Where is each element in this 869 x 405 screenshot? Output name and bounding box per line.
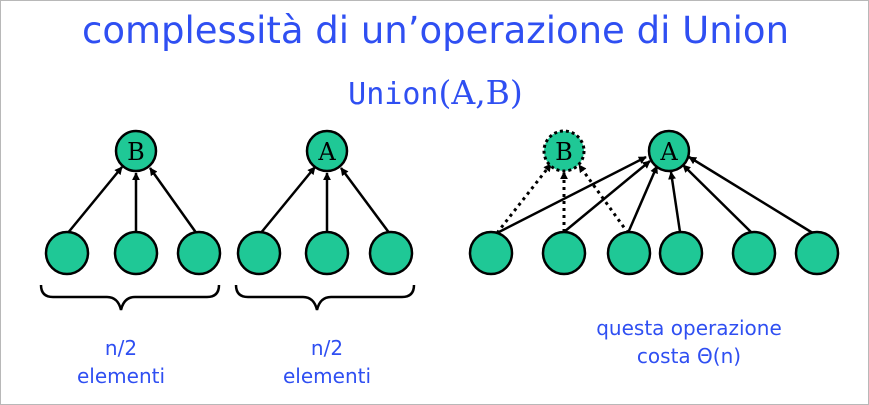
leaf-node bbox=[794, 230, 840, 276]
left-brace bbox=[39, 284, 221, 311]
root-node-b-label: B bbox=[127, 138, 145, 166]
slide-subtitle: Union(A,B) bbox=[1, 73, 868, 113]
leaf-node bbox=[658, 230, 704, 276]
edge-arrow bbox=[682, 164, 754, 235]
caption-left-line2: elementi bbox=[76, 364, 166, 388]
edge-arrow bbox=[563, 160, 651, 233]
root-node-b bbox=[114, 129, 158, 173]
old-edge-arrow bbox=[495, 163, 553, 234]
middle-brace bbox=[234, 284, 416, 311]
leaf-node bbox=[541, 230, 587, 276]
leaf-node bbox=[606, 230, 652, 276]
caption-right: questa operazione costa Θ(n) bbox=[569, 314, 809, 370]
leaf-node bbox=[236, 230, 282, 276]
leaf-node bbox=[368, 230, 414, 276]
caption-right-line2: costa Θ(n) bbox=[636, 344, 742, 368]
root-node-a-label: A bbox=[317, 138, 336, 166]
new-root-node-a bbox=[647, 129, 691, 173]
edge-arrow bbox=[66, 166, 123, 235]
edge-arrow bbox=[339, 167, 392, 235]
leaf-node bbox=[304, 230, 350, 276]
union-function-name: Union bbox=[348, 77, 439, 112]
caption-right-line1: questa operazione bbox=[596, 316, 782, 340]
caption-left-line1: n/2 bbox=[104, 336, 138, 360]
edge-arrow bbox=[259, 166, 316, 235]
leaf-node bbox=[468, 230, 514, 276]
caption-middle-line1: n/2 bbox=[310, 336, 344, 360]
edge-arrow bbox=[688, 155, 817, 237]
caption-middle-line2: elementi bbox=[282, 364, 372, 388]
edge-arrow bbox=[496, 155, 647, 235]
leaf-node bbox=[44, 230, 90, 276]
edge-arrow bbox=[626, 165, 659, 234]
caption-left: n/2 elementi bbox=[61, 334, 181, 390]
leaf-node bbox=[731, 230, 777, 276]
edge-arrow bbox=[148, 167, 199, 235]
old-root-node-b bbox=[542, 129, 586, 173]
edge-arrow bbox=[668, 171, 682, 233]
slide-title: complessità di un’operazione di Union bbox=[81, 9, 790, 52]
caption-middle: n/2 elementi bbox=[267, 334, 387, 390]
union-arguments: (A,B) bbox=[438, 73, 523, 112]
leaf-node bbox=[113, 230, 159, 276]
old-root-node-b-label: B bbox=[555, 138, 573, 166]
tree-b-left: B bbox=[44, 129, 222, 276]
root-node-a bbox=[305, 129, 349, 173]
new-root-node-a-label: A bbox=[659, 138, 678, 166]
tree-union-result: B A bbox=[468, 129, 840, 276]
leaf-node bbox=[176, 230, 222, 276]
tree-a-middle: A bbox=[236, 129, 414, 276]
